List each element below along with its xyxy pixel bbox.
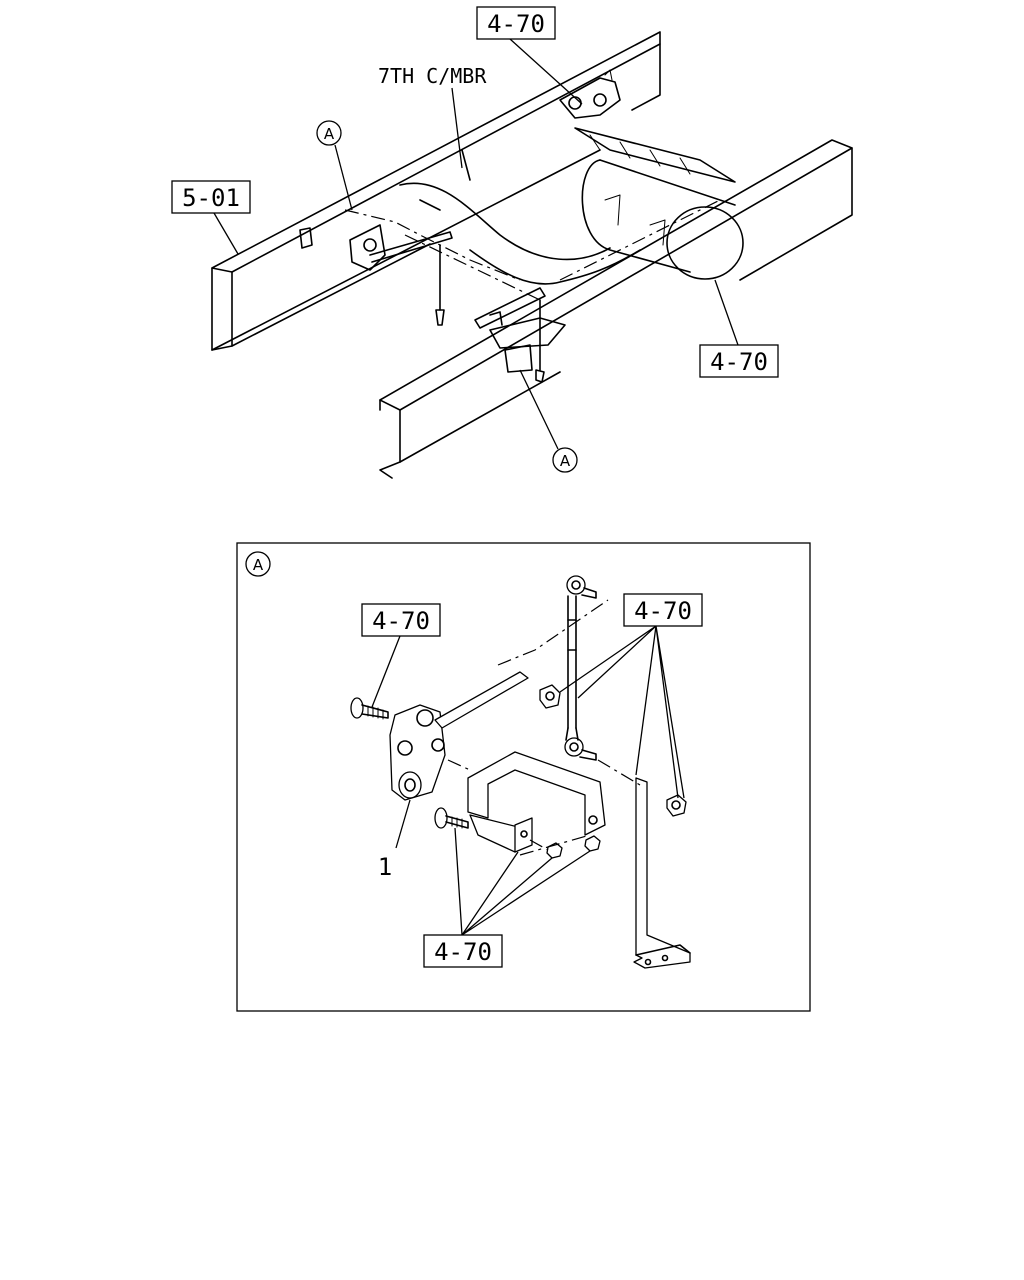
detail-a-parts — [350, 575, 691, 969]
link-rod — [564, 575, 597, 761]
right-frame-rail — [379, 139, 853, 479]
detail-ref-4-70-lower[interactable]: 4-70 — [423, 934, 503, 968]
leader-4-70-right — [714, 279, 739, 346]
leader-callout-a-top — [334, 144, 353, 211]
phantom-line-right — [559, 199, 721, 281]
detail-ref-4-70-upper-right[interactable]: 4-70 — [623, 593, 703, 627]
phantom-line-left — [344, 209, 521, 281]
svg-text:4-70: 4-70 — [710, 348, 768, 376]
svg-text:4-70: 4-70 — [634, 597, 692, 625]
leader-detail-lower — [454, 827, 591, 936]
crossmember-7th — [399, 149, 641, 285]
leveling-valve-body — [389, 704, 446, 801]
leader-crossmember — [451, 87, 463, 169]
phantom-line-detail-1 — [497, 599, 609, 666]
callout-a-top[interactable]: A — [316, 120, 342, 146]
valve-assembly-top — [559, 69, 736, 183]
phantom-line-mid — [404, 234, 541, 301]
leader-detail-upper-right — [559, 625, 685, 799]
strap-bracket — [633, 777, 691, 969]
part-number-1: 1 — [378, 853, 392, 881]
svg-text:4-70: 4-70 — [487, 10, 545, 38]
leveling-valve-left — [299, 224, 453, 326]
bolt-left — [350, 697, 389, 720]
phantom-line-detail-4 — [597, 759, 641, 786]
leveling-valve-right — [474, 287, 566, 383]
valve-lever — [434, 671, 529, 729]
nut-lower-2 — [584, 835, 601, 852]
nut-lever — [539, 684, 561, 709]
leader-part-1 — [395, 799, 411, 849]
ref-box-4-70-right[interactable]: 4-70 — [699, 344, 779, 378]
crossmember-label: 7TH C/MBR — [378, 64, 487, 88]
bolt-lower — [434, 807, 469, 829]
svg-text:5-01: 5-01 — [182, 184, 240, 212]
leader-callout-a-bottom — [519, 369, 559, 450]
phantom-line-detail-5 — [529, 839, 549, 851]
svg-text:A: A — [560, 452, 571, 470]
svg-text:A: A — [324, 125, 335, 143]
detail-a-frame — [236, 542, 811, 1012]
fuel-tank — [581, 159, 744, 280]
svg-text:4-70: 4-70 — [434, 938, 492, 966]
phantom-line-detail-3 — [519, 834, 591, 856]
detail-ref-4-70-upper-left[interactable]: 4-70 — [361, 603, 441, 637]
ref-box-5-01[interactable]: 5-01 — [171, 180, 251, 214]
left-frame-rail — [211, 31, 661, 351]
nut-right — [666, 794, 687, 817]
callout-a-bottom[interactable]: A — [552, 447, 578, 473]
svg-text:A: A — [253, 556, 264, 574]
svg-text:4-70: 4-70 — [372, 607, 430, 635]
chassis-overview — [211, 31, 853, 479]
leader-detail-upper-left — [371, 635, 401, 708]
phantom-line-detail-2 — [447, 759, 471, 771]
leader-4-70-top — [509, 38, 583, 105]
ref-box-4-70-top[interactable]: 4-70 — [476, 6, 556, 40]
leader-5-01 — [213, 212, 239, 255]
detail-a-callout[interactable]: A — [245, 551, 271, 577]
mounting-bracket — [467, 751, 606, 853]
